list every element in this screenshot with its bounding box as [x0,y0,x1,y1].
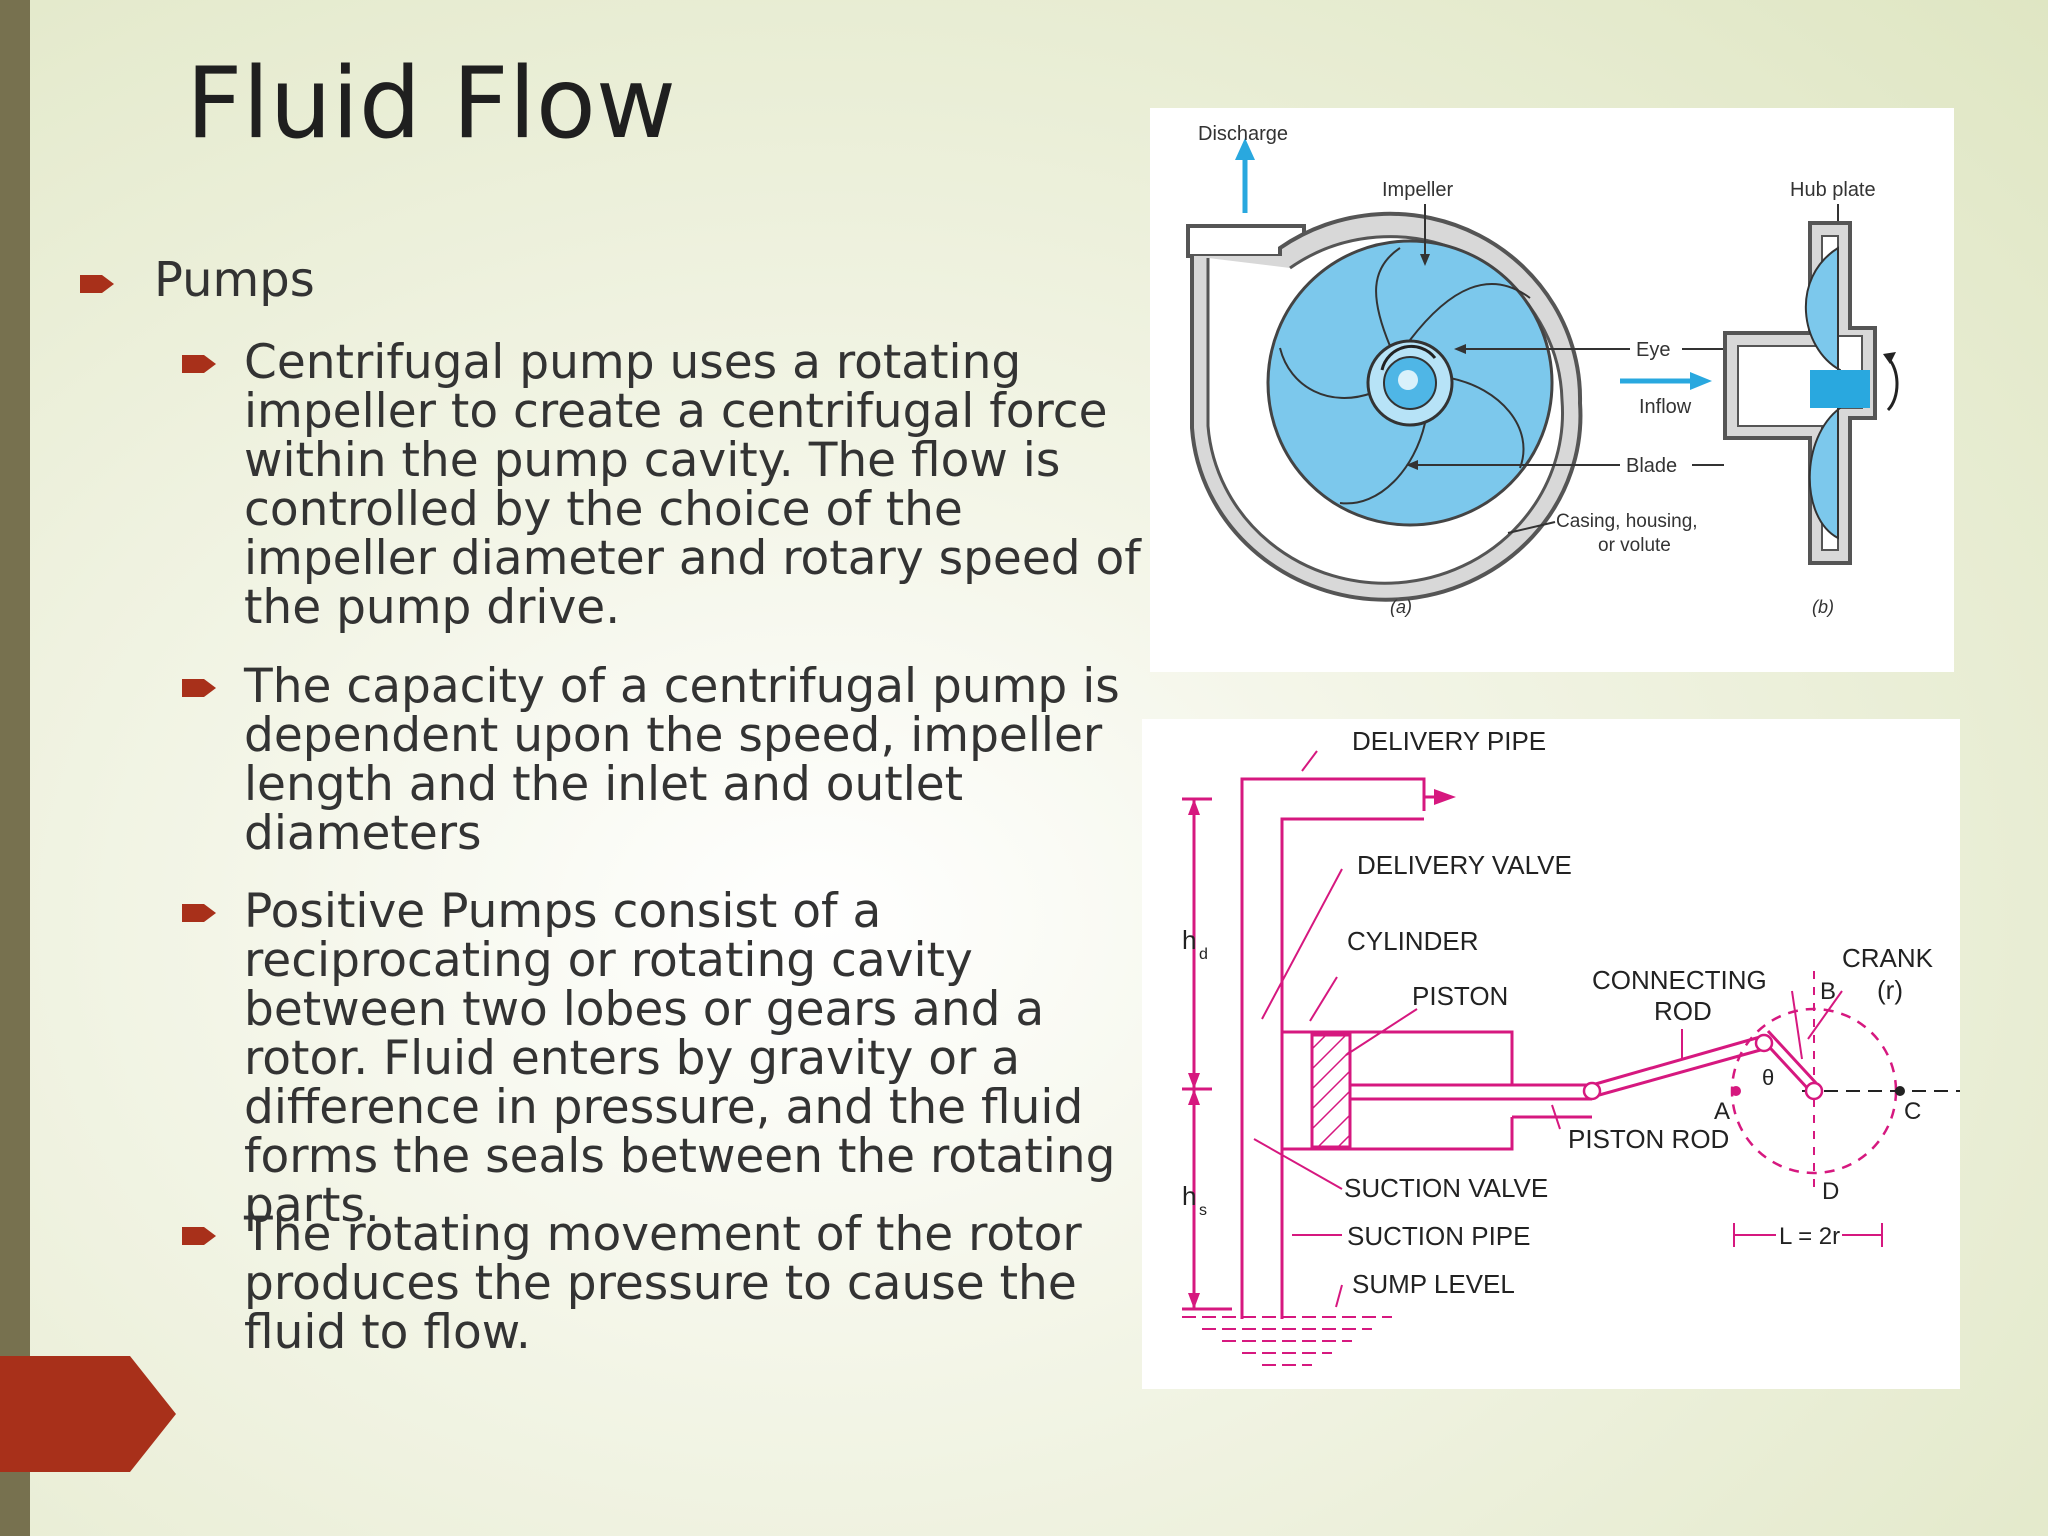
label-delivery-pipe: DELIVERY PIPE [1352,726,1546,756]
bullet-item-text: The capacity of a centrifugal pump is de… [244,659,1120,861]
label-inflow: Inflow [1639,396,1692,418]
label-sump-level: SUMP LEVEL [1352,1269,1515,1299]
label-connecting-rod-line1: CONNECTING [1592,965,1767,995]
label-impeller: Impeller [1382,179,1453,201]
label-eye: Eye [1636,339,1670,361]
label-point-d: D [1822,1178,1839,1205]
label-hs: h [1182,1181,1196,1211]
bullet-item-positive: Positive Pumps consist of a reciprocatin… [182,887,1148,1230]
reciprocating-pump-figure: DELIVERY PIPE DELIVERY VALVE CYLINDER PI… [1142,719,1960,1389]
label-crank-line2: (r) [1877,975,1903,1005]
label-crank-line1: CRANK [1842,943,1934,973]
slide-title: Fluid Flow [186,47,676,161]
bullet-arrow-icon [182,1224,216,1248]
bullet-item-capacity: The capacity of a centrifugal pump is de… [182,662,1148,858]
label-point-b: B [1820,978,1836,1005]
label-discharge: Discharge [1198,123,1288,145]
label-suction-pipe: SUCTION PIPE [1347,1221,1530,1251]
label-casing-line1: Casing, housing, [1556,511,1698,532]
label-sub-a: (a) [1390,597,1412,617]
label-suction-valve: SUCTION VALVE [1344,1173,1548,1203]
label-hub-plate: Hub plate [1790,179,1876,201]
bullet-arrow-icon [182,352,216,376]
label-blade: Blade [1626,455,1677,477]
label-cylinder: CYLINDER [1347,926,1478,956]
bullet-item-rotating: The rotating movement of the rotor produ… [182,1210,1148,1357]
bullet-item-centrifugal: Centrifugal pump uses a rotating impelle… [182,338,1148,632]
label-sub-b: (b) [1812,597,1834,617]
label-casing-line2: or volute [1598,535,1671,556]
bullet-arrow-icon [182,676,216,700]
label-hd: h [1182,925,1196,955]
bullet-pumps-label: Pumps [154,252,315,308]
label-point-c: C [1904,1098,1921,1125]
label-theta: θ [1762,1065,1774,1090]
label-piston: PISTON [1412,981,1508,1011]
centrifugal-pump-figure: Discharge Impeller Eye Inflow [1150,108,1954,672]
label-delivery-valve: DELIVERY VALVE [1357,850,1572,880]
bullet-arrow-icon [182,901,216,925]
accent-arrow-shape [0,1356,176,1472]
label-point-a: A [1714,1098,1730,1125]
label-connecting-rod-line2: ROD [1654,996,1712,1026]
label-hd-subscript: d [1199,946,1208,963]
label-piston-rod: PISTON ROD [1568,1124,1729,1154]
bullet-arrow-icon [80,272,114,296]
bullet-item-text: Centrifugal pump uses a rotating impelle… [244,335,1141,635]
left-sidebar-bar [0,0,30,1536]
label-stroke-length: L = 2r [1779,1223,1840,1250]
bullet-item-text: Positive Pumps consist of a reciprocatin… [244,884,1116,1233]
label-hs-subscript: s [1199,1202,1207,1219]
bullet-item-text: The rotating movement of the rotor produ… [244,1207,1082,1360]
